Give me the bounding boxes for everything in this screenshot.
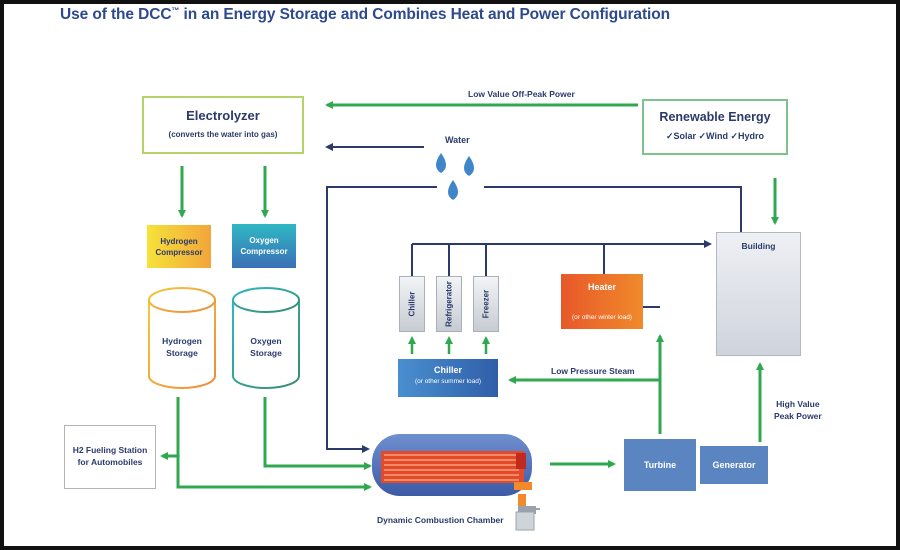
generator-box: Generator	[700, 446, 768, 484]
hydrogen-storage-tank	[148, 287, 216, 389]
chiller-unit: Chiller	[399, 276, 425, 332]
hydrogen-storage-label: Hydrogen Storage	[162, 336, 202, 358]
fueling-station-box: H2 Fueling Station for Automobiles	[64, 425, 156, 489]
freezer-unit: Freezer	[473, 276, 499, 332]
electrolyzer-sub: (converts the water into gas)	[168, 130, 278, 139]
renewable-options: ✓Solar ✓Wind ✓Hydro	[665, 131, 765, 141]
h2-to-dcc-arrow	[176, 456, 372, 491]
electrolyzer-box: Electrolyzer (converts the water into ga…	[142, 96, 304, 154]
h2-to-fueling-arrow	[160, 397, 180, 460]
water-drop-icon	[464, 156, 474, 176]
o2-to-dcc-arrow	[263, 397, 372, 470]
turbine-box: Turbine	[624, 439, 696, 491]
steam-label: Low Pressure Steam	[551, 366, 635, 376]
offpeak-label: Low Value Off-Peak Power	[468, 89, 575, 99]
water-to-dcc-arrow	[326, 186, 437, 453]
renewable-energy-box: Renewable Energy ✓Solar ✓Wind ✓Hydro	[642, 99, 788, 155]
water-to-building-line	[484, 186, 742, 232]
water-drop-icon	[448, 180, 458, 200]
dcc-vessel	[372, 434, 540, 531]
hydrogen-compressor: Hydrogen Compressor	[147, 225, 211, 268]
oxygen-compressor: Oxygen Compressor	[232, 224, 296, 268]
refrigerator-unit: Refrigerator	[436, 276, 462, 332]
water-label: Water	[445, 135, 470, 145]
renewable-label: Renewable Energy	[659, 110, 771, 124]
oxygen-storage-label: Oxygen Storage	[250, 336, 282, 358]
heater-box: Heater (or other winter load)	[561, 274, 643, 329]
electrolyzer-label: Electrolyzer	[186, 108, 260, 123]
dcc-label: Dynamic Combustion Chamber	[377, 515, 504, 525]
chiller-main-box: Chiller (or other summer load)	[398, 359, 498, 397]
building-box: Building	[716, 232, 801, 356]
peak-power-label: High Value Peak Power	[774, 399, 822, 421]
oxygen-storage-tank	[232, 287, 300, 389]
water-drop-icon	[436, 153, 446, 173]
diagram-title: Use of the DCC™ in an Energy Storage and…	[60, 6, 670, 24]
